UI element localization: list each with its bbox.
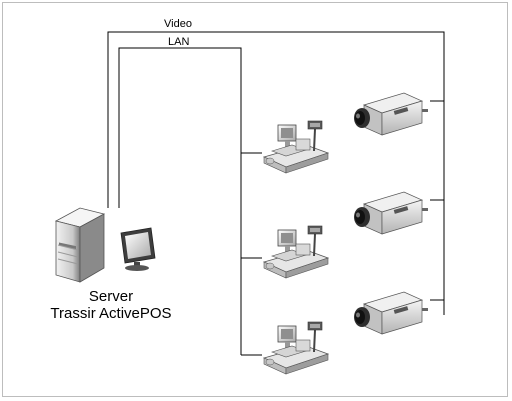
server-tower-icon <box>54 207 106 283</box>
server-product-label: Trassir ActivePOS <box>50 305 171 322</box>
lan-label: LAN <box>168 36 189 48</box>
diagram-frame <box>2 2 508 397</box>
server-label: Server <box>89 288 133 305</box>
pos-terminal-icon <box>263 321 329 375</box>
cctv-camera-icon <box>353 191 429 235</box>
video-connection-lines <box>107 31 445 315</box>
video-label: Video <box>164 18 192 30</box>
pos-terminal-icon <box>263 225 329 279</box>
monitor-icon <box>120 227 156 271</box>
cctv-camera-icon <box>353 291 429 335</box>
pos-terminal-icon <box>263 120 329 174</box>
lan-connection-lines <box>118 47 262 356</box>
cctv-camera-icon <box>353 92 429 136</box>
